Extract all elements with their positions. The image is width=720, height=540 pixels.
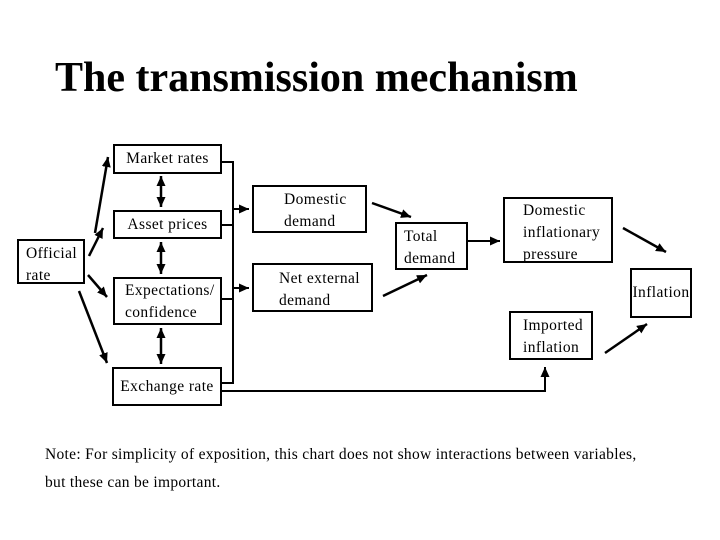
node-label-line: Inflation [632,284,690,301]
node-label-line: Total [404,228,438,245]
node-domestic-demand: Domestic demand [252,185,367,233]
node-label-line: Domestic [523,202,586,219]
collector-connector [222,161,249,384]
node-label-line: inflation [523,339,580,356]
node-market-rates: Market rates [113,144,222,174]
node-domestic-inflationary-pressure: Domestic inflationary pressure [503,197,613,263]
node-label-line: rate [26,267,51,284]
node-total-demand: Total demand [395,222,468,270]
node-imported-inflation: Imported inflation [509,311,593,360]
arrow-netexternal-to-total-demand [382,273,428,298]
node-label-line: Expectations/ [125,282,215,299]
arrow-official-to-expectations [87,274,108,298]
node-label-line: demand [284,213,336,230]
node-official-rate: Official rate [17,239,85,284]
slide-title: The transmission mechanism [55,55,578,101]
arrow-official-to-asset-prices [87,227,105,257]
note-text: Note: For simplicity of exposition, this… [45,441,637,497]
node-asset-prices: Asset prices [113,210,222,239]
node-label-line: confidence [125,304,197,321]
node-label-line: Net external [279,270,360,287]
node-label-line: Market rates [126,150,209,167]
node-label-line: Asset prices [127,215,208,233]
arrow-pressure-to-inflation [622,226,667,254]
node-inflation: Inflation [630,268,692,318]
note-line: but these can be important. [45,474,221,491]
node-label-line: pressure [523,246,578,263]
node-label-line: Domestic [284,191,347,208]
node-net-external-demand: Net external demand [252,263,373,312]
node-expectations-confidence: Expectations/ confidence [113,277,222,325]
arrow-official-to-exchange-rate [77,290,109,364]
node-exchange-rate: Exchange rate [112,367,222,406]
node-label-line: Official [26,245,78,262]
note-line: Note: For simplicity of exposition, this… [45,446,637,463]
node-label-line: demand [279,292,331,309]
node-label-line: demand [404,250,456,267]
node-label-line: Exchange rate [120,377,214,395]
node-label-line: inflationary [523,224,601,241]
node-label-line: Imported [523,317,584,334]
arrow-exchange-to-imported-inflation [222,367,550,392]
arrow-official-to-market-rates [93,156,111,234]
arrow-domestic-to-total-demand [371,201,412,219]
collector-line [222,161,234,384]
arrow-imported-to-inflation [604,322,648,355]
